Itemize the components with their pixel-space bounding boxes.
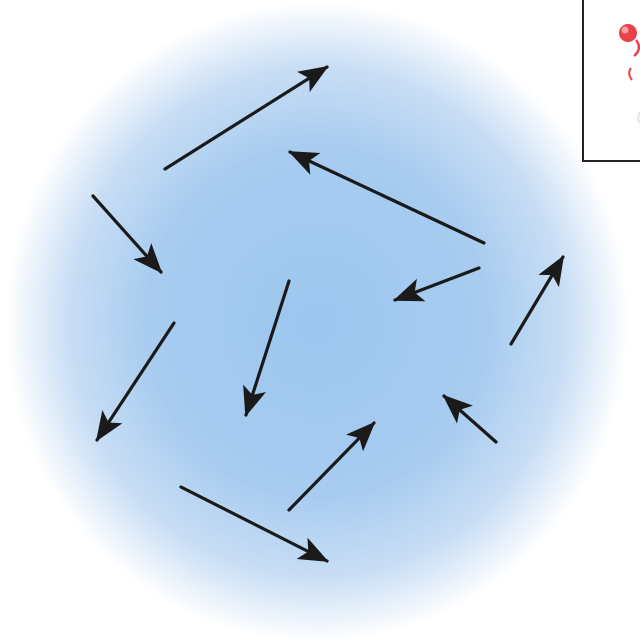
atom-sphere (619, 24, 637, 42)
atom-highlight (622, 27, 629, 34)
molecule-legend-box (582, 0, 640, 162)
molecule-icon (584, 0, 640, 162)
motion-mark (629, 68, 632, 80)
gas-cloud (5, 2, 629, 642)
bond-line (634, 40, 639, 56)
